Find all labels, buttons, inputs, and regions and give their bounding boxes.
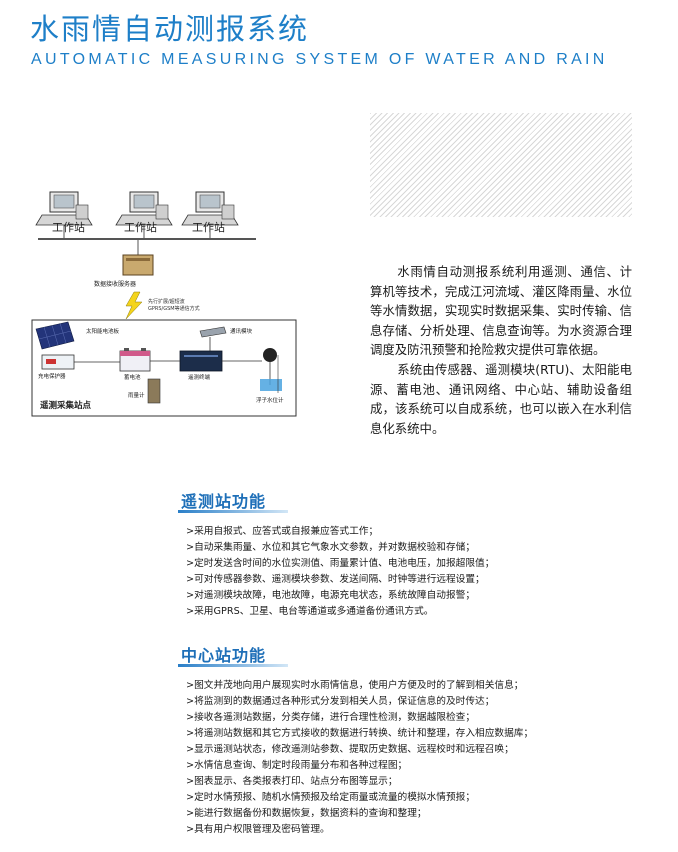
page-title: 水雨情自动测报系统: [30, 12, 310, 46]
list-item: >将遥测站数据和其它方式接收的数据进行转换、统计和整理，存入相应数据库；: [186, 728, 534, 739]
remote-station-list: >采用自报式、应答式或自报兼应答式工作； >自动采集雨量、水位和其它气象水文参数…: [186, 524, 494, 620]
lightning-icon: [125, 291, 143, 320]
list-item: >图表显示、各类报表打印、站点分布图等显示；: [186, 776, 398, 787]
decorative-hatch-panel: [370, 113, 632, 217]
remote-station-rule: [178, 510, 288, 513]
list-item: >定时发送含时间的水位实测值、雨量累计值、电池电压，加报超限值；: [186, 558, 495, 569]
solar-panel: [35, 321, 75, 350]
workstation-label-1: 工作站: [52, 220, 85, 234]
remote-station-title: 遥测站功能: [181, 492, 267, 511]
list-item: >将监测到的数据通过各种形式分发到相关人员，保证信息的及时传达；: [186, 696, 495, 707]
system-diagram: 工作站 工作站 工作站 数据接收服务器 先行扩展/超短波 GPRS/GSM等通信…: [31, 191, 297, 417]
list-item: >可对传感器参数、遥测模块参数、发送间隔、时钟等进行远程设置；: [186, 574, 485, 585]
list-item: >显示遥测站状态，修改遥测站参数、提取历史数据、远程校时和远程召唤；: [186, 744, 514, 755]
center-station-list: >图文并茂地向用户展现实时水雨情信息，使用户方便及时的了解到相关信息； >将监测…: [186, 678, 533, 838]
list-item: >能进行数据备份和数据恢复，数据资料的查询和整理；: [186, 808, 427, 819]
workstation-2: [115, 191, 173, 226]
server-label: 数据接收服务器: [94, 280, 136, 288]
comm-module: [199, 326, 227, 338]
workstation-label-3: 工作站: [192, 220, 225, 234]
link-label-1: 先行扩展/超短波: [148, 298, 185, 305]
rtu-terminal: [179, 350, 223, 372]
list-item: >图文并茂地向用户展现实时水雨情信息，使用户方便及时的了解到相关信息；: [186, 680, 524, 691]
page-subtitle-en: AUTOMATIC MEASURING SYSTEM OF WATER AND …: [31, 51, 608, 68]
workstation-1: [35, 191, 93, 226]
list-item: >采用自报式、应答式或自报兼应答式工作；: [186, 526, 379, 537]
intro-text: 水雨情自动测报系统利用遥测、通信、计算机等技术，完成江河流域、灌区降雨量、水位等…: [370, 262, 632, 438]
intro-paragraph-1: 水雨情自动测报系统利用遥测、通信、计算机等技术，完成江河流域、灌区降雨量、水位等…: [370, 264, 632, 358]
link-label-2: GPRS/GSM等通信方式: [148, 305, 200, 312]
list-item: >具有用户权限管理及密码管理。: [186, 824, 330, 835]
list-item: >定时水情预报、随机水情预报及给定雨量或流量的模拟水情预报；: [186, 792, 476, 803]
list-item: >采用GPRS、卫星、电台等通道或多通道备份通讯方式。: [186, 606, 434, 617]
list-item: >水情信息查询、制定时段雨量分布和各种过程图；: [186, 760, 408, 771]
float-gauge-label: 浮子水位计: [256, 396, 284, 404]
list-item: >对遥测模块故障，电池故障，电源充电状态，系统故障自动报警；: [186, 590, 476, 601]
intro-paragraph-2: 系统由传感器、遥测模块(RTU)、太阳能电源、蓄电池、通讯网络、中心站、辅助设备…: [370, 361, 632, 436]
workstation-3: [181, 191, 239, 226]
battery-label: 蓄电池: [124, 373, 141, 381]
controller-label: 充电保护器: [38, 372, 66, 380]
module-label: 通讯模块: [230, 327, 253, 335]
solar-label: 太阳能电池板: [86, 327, 120, 335]
rain-gauge: [147, 378, 161, 404]
list-item: >自动采集雨量、水位和其它气象水文参数，并对数据校验和存储；: [186, 542, 476, 553]
server: [122, 254, 154, 276]
center-station-rule: [178, 664, 288, 667]
list-item: >接收各遥测站数据，分类存储，进行合理性检测，数据越限检查；: [186, 712, 476, 723]
center-station-title: 中心站功能: [181, 646, 267, 665]
workstation-label-2: 工作站: [124, 220, 157, 234]
rain-gauge-label: 雨量计: [128, 391, 145, 399]
rtu-label: 遥测终端: [188, 373, 211, 381]
site-label: 遥测采集站点: [40, 400, 92, 411]
remote-site-frame: [31, 319, 297, 417]
battery: [119, 348, 151, 372]
float-gauge: [260, 348, 282, 393]
